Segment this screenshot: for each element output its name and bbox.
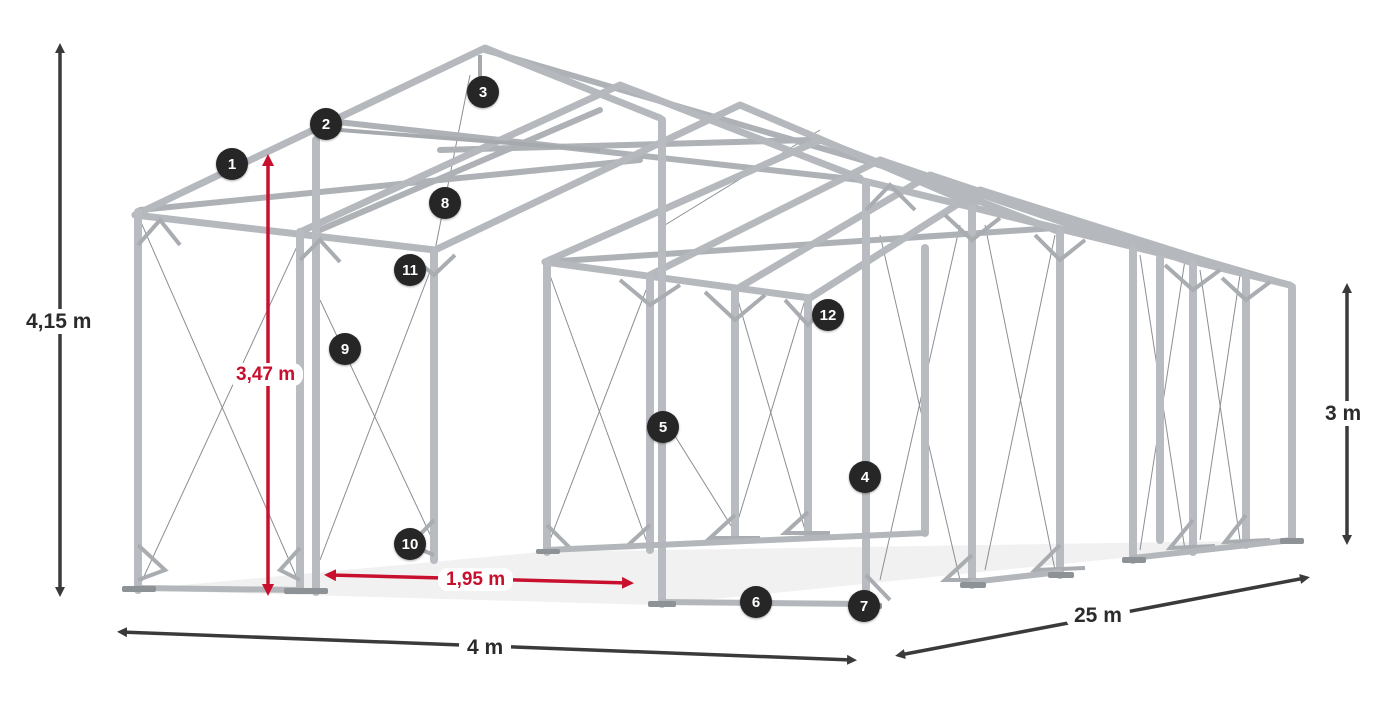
vertical-posts	[134, 116, 1296, 610]
callout-badge-7: 7	[848, 590, 880, 622]
callout-badge-6: 6	[740, 586, 772, 618]
post-spacing-label: 1,95 m	[438, 568, 514, 591]
callout-badge-3: 3	[467, 76, 499, 108]
bracing-cables	[139, 74, 1241, 586]
callout-badge-5: 5	[647, 411, 679, 443]
callout-badge-10: 10	[394, 528, 426, 560]
width-label: 4 m	[459, 635, 512, 660]
callout-badge-4: 4	[849, 461, 881, 493]
inner-height-label: 3,47 m	[228, 363, 304, 386]
callout-badge-9: 9	[329, 333, 361, 365]
callout-badge-2: 2	[310, 108, 342, 140]
total-height-label: 4,15 m	[18, 309, 100, 334]
corner-braces	[136, 182, 1272, 602]
callout-badge-8: 8	[429, 187, 461, 219]
callout-badge-12: 12	[812, 299, 844, 331]
length-label: 25 m	[1066, 603, 1130, 628]
callout-badge-1: 1	[216, 148, 248, 180]
side-height-label: 3 m	[1317, 401, 1370, 426]
callout-badge-11: 11	[394, 254, 426, 286]
floor-shadow	[130, 540, 1300, 605]
roof-trusses	[131, 44, 1294, 302]
